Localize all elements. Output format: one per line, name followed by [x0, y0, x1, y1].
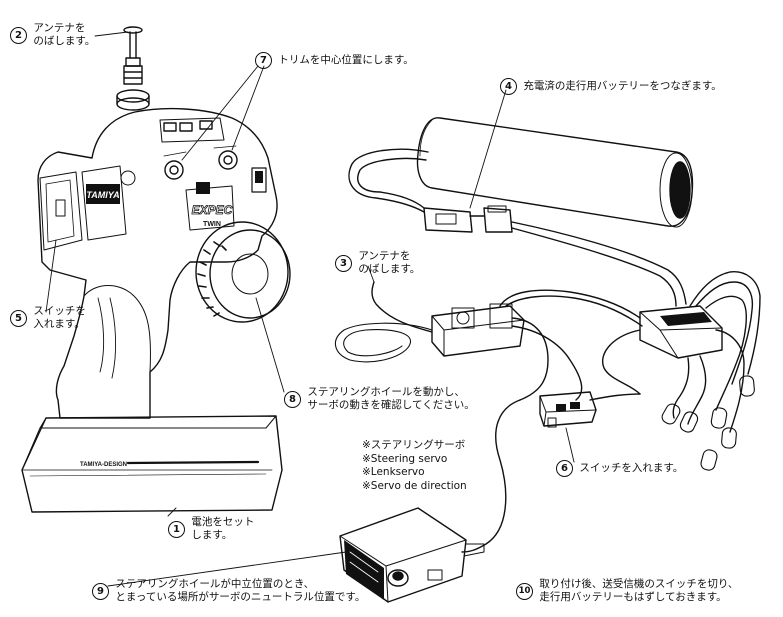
- step-7-number: 7: [255, 52, 272, 69]
- step-7-text: トリムを中心位置にします。: [278, 54, 414, 66]
- transmitter-base: TAMIYA-DESIGN: [21, 415, 283, 513]
- step-4-label: 4 充電済の走行用バッテリーをつなぎます。: [500, 78, 722, 95]
- step-6-text: スイッチを入れます。: [579, 462, 684, 474]
- step-9-number: 9: [92, 582, 109, 600]
- step-9-text-line-1: ステアリングホイールが中立位置のとき、: [115, 578, 315, 590]
- servo-lead: [461, 399, 521, 553]
- servo-name-ja: ※ステアリングサーボ: [362, 439, 466, 451]
- battery-pack-illustration: [416, 117, 694, 228]
- step-5-text-line-1: スイッチを: [33, 305, 86, 317]
- step-1-text-line-2: します。: [191, 529, 233, 541]
- step-7-label: 7 トリムを中心位置にします。: [255, 52, 414, 69]
- step-8-number: 8: [284, 390, 301, 408]
- step-10-text-line-2: 走行用バッテリーもはずしておきます。: [539, 591, 727, 603]
- step-10-text-line-1: 取り付け後、送受信機のスイッチを切り、: [539, 578, 739, 590]
- transmitter-antenna: [116, 26, 150, 111]
- step-2-text-line-1: アンテナを: [33, 22, 86, 34]
- receiver-illustration: [431, 289, 643, 401]
- step-6-label: 6 スイッチを入れます。: [556, 460, 683, 477]
- step-4-text: 充電済の走行用バッテリーをつなぎます。: [523, 80, 722, 92]
- step-4-number: 4: [500, 78, 517, 95]
- step-9-text-line-2: とまっている場所がサーボのニュートラ: [115, 591, 304, 603]
- step-9-label: 9 ステアリングホイールが中立位置のとき、とまっている場所がサーボのニュートラル…: [92, 578, 365, 604]
- step-2-text-line-2: のばします。: [33, 35, 96, 47]
- step-1-label: 1 電池をセットします。: [168, 516, 254, 542]
- servo-name-en: ※Steering servo: [362, 452, 448, 465]
- base-text: TAMIYA-DESIGN: [80, 462, 127, 468]
- step-1-number: 1: [168, 520, 185, 538]
- battery-connector: [348, 148, 687, 307]
- step-3-text-line-1: アンテナを: [358, 250, 411, 262]
- servo-name-de: ※Lenkservo: [362, 466, 425, 478]
- step-3-number: 3: [335, 254, 352, 272]
- steering-wheel: [195, 221, 291, 323]
- trim-knobs: [163, 145, 238, 180]
- step-5-label: 5 スイッチを入れます。: [10, 305, 86, 331]
- leader-lines: [45, 31, 575, 587]
- step-6-number: 6: [556, 460, 573, 477]
- step-3-label: 3 アンテナをのばします。: [335, 250, 420, 276]
- model-text: EXPEC: [192, 203, 233, 217]
- antenna-wire-illustration: [334, 281, 433, 363]
- step-1-text-line-1: 電池をセット: [191, 516, 255, 528]
- step-5-text-line-2: 入れます。: [33, 318, 85, 330]
- servo-illustration: [339, 507, 485, 603]
- servo-name-fr: ※Servo de direction: [362, 479, 467, 492]
- step-3-text-line-2: のばします。: [358, 263, 421, 275]
- model-sub-text: TWIN: [203, 221, 221, 228]
- step-2-label: 2 アンテナをのばします。: [10, 22, 95, 48]
- brand-text: TAMIYA: [86, 190, 119, 200]
- step-10-number: 10: [516, 582, 533, 600]
- step-5-number: 5: [10, 309, 27, 327]
- speed-controller-illustration: [602, 271, 761, 471]
- step-9-text-line-3: ル位置です。: [303, 591, 366, 603]
- step-8-text-line-2: サーボの動きを確認してください。: [307, 399, 475, 411]
- servo-name-list: ※ステアリングサーボ ※Steering servo ※Lenkservo ※S…: [362, 439, 467, 493]
- step-2-number: 2: [10, 26, 27, 44]
- step-8-label: 8 ステアリングホイールを動かし、サーボの動きを確認してください。: [284, 386, 475, 412]
- step-10-label: 10 取り付け後、送受信機のスイッチを切り、走行用バッテリーもはずしておきます。: [516, 578, 738, 604]
- step-8-text-line-1: ステアリングホイールを動かし、: [307, 386, 465, 398]
- switch-illustration: [539, 391, 641, 428]
- transmitter-illustration: TAMIYA EXPEC TWIN TAMIYA-DESIGN: [21, 26, 291, 513]
